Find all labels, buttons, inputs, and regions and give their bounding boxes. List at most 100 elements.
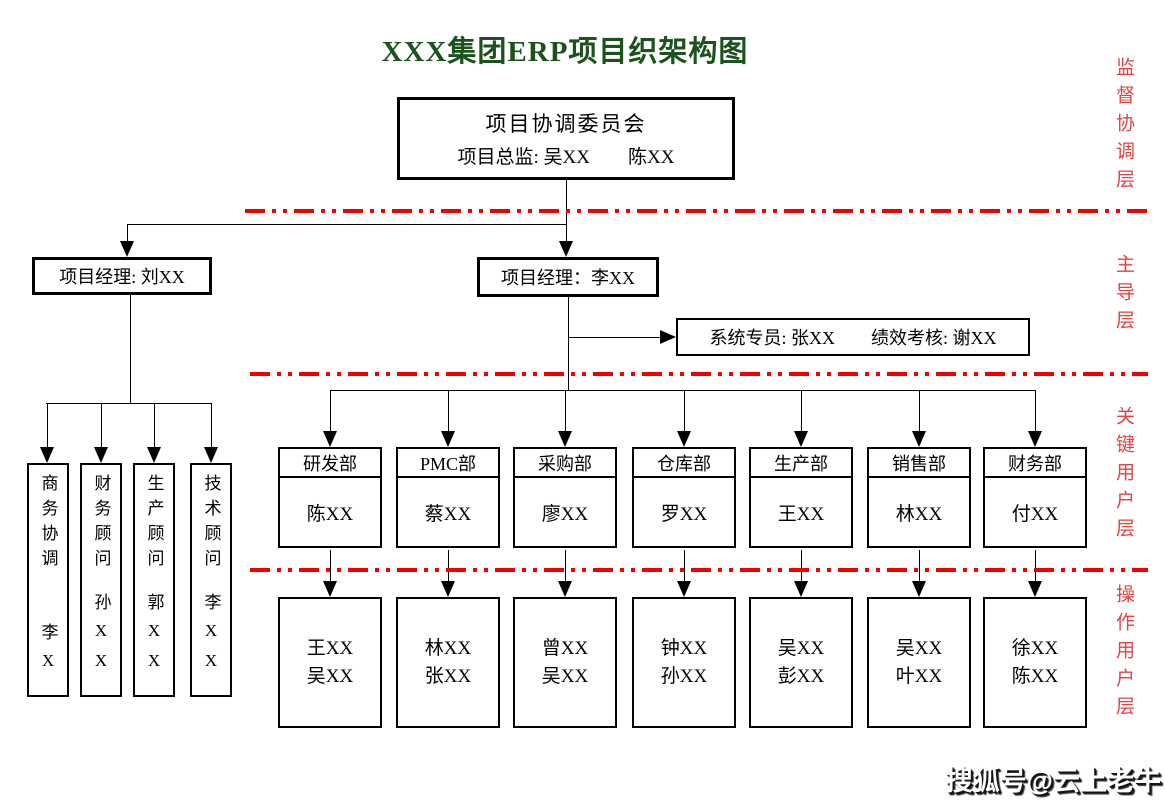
dept-box-production: 生产部 王XX (749, 447, 853, 548)
arrowhead-dept-5 (794, 431, 808, 447)
manager-right-box: 项目经理：李XX (477, 257, 659, 297)
connector-consultants-branch (46, 403, 212, 404)
connector-dept-drop-7 (1035, 390, 1036, 432)
connector-consultant-drop-3 (154, 403, 155, 448)
arrowhead-op-4 (677, 581, 691, 597)
dept-lead: 陈XX (278, 476, 382, 548)
dept-box-sales: 销售部 林XX (867, 447, 971, 548)
arrowhead-op-7 (1028, 581, 1042, 597)
dept-box-rd: 研发部 陈XX (278, 447, 382, 548)
consultant-name: 郭XX (144, 593, 164, 681)
specialist-label: 系统专员: 张XX 绩效考核: 谢XX (709, 328, 997, 348)
connector-specialist-branch (568, 337, 661, 338)
dept-box-finance: 财务部 付XX (983, 447, 1087, 548)
connector-op-drop-5 (801, 550, 802, 582)
connector-consultant-drop-4 (211, 403, 212, 448)
connector-dept-drop-6 (919, 390, 920, 432)
consultant-title: 财务顾问 (91, 474, 111, 574)
operator-name: 钟XX (660, 637, 708, 659)
arrowhead-specialist (660, 330, 676, 344)
layer-divider-3 (250, 568, 1148, 572)
connector-right-manager-down (568, 297, 569, 390)
dept-lead: 王XX (749, 476, 853, 548)
arrowhead-op-1 (323, 581, 337, 597)
specialist-box: 系统专员: 张XX 绩效考核: 谢XX (676, 318, 1030, 356)
dept-lead: 罗XX (632, 476, 736, 548)
connector-consultant-drop-1 (47, 403, 48, 448)
operator-name: 徐XX (1011, 637, 1059, 659)
consultant-name: 孙XX (91, 593, 111, 681)
operator-name: 曾XX (541, 637, 589, 659)
dept-box-pmc: PMC部 蔡XX (396, 447, 500, 548)
connector-op-drop-3 (565, 550, 566, 582)
layer-divider-2 (250, 372, 1148, 376)
consultant-name: 李X (38, 623, 58, 681)
operator-name: 吴XX (306, 665, 354, 687)
arrowhead-right-manager (559, 241, 573, 257)
arrowhead-dept-7 (1028, 431, 1042, 447)
committee-title: 项目协调委员会 (485, 112, 647, 136)
dept-title: 生产部 (749, 447, 853, 478)
consultant-title: 商务协调 (38, 474, 58, 574)
arrowhead-dept-3 (558, 431, 572, 447)
arrowhead-op-2 (441, 581, 455, 597)
connector-left-manager-drop (127, 224, 128, 241)
operator-name: 张XX (424, 665, 472, 687)
operators-box-rd: 王XX 吴XX (278, 597, 382, 728)
connector-departments-branch (330, 390, 1035, 391)
arrowhead-op-6 (912, 581, 926, 597)
watermark-text: 搜狐号@云上老牛 (945, 766, 1161, 796)
arrowhead-dept-6 (912, 431, 926, 447)
layer-label-leading: 主导层 (1113, 254, 1134, 338)
dept-title: 采购部 (513, 447, 617, 478)
arrowhead-consultant-1 (40, 447, 54, 463)
connector-op-drop-7 (1035, 550, 1036, 582)
layer-divider-1 (245, 209, 1148, 213)
dept-title: 仓库部 (632, 447, 736, 478)
arrowhead-dept-1 (323, 431, 337, 447)
operator-name: 孙XX (660, 665, 708, 687)
manager-left-box: 项目经理: 刘XX (32, 257, 212, 295)
layer-label-supervision: 监督协调层 (1113, 57, 1134, 197)
connector-dept-drop-5 (801, 390, 802, 432)
layer-label-operators: 操作用户层 (1113, 584, 1134, 724)
operators-box-warehouse: 钟XX 孙XX (632, 597, 736, 728)
connector-op-drop-6 (919, 550, 920, 582)
dept-lead: 付XX (983, 476, 1087, 548)
committee-box: 项目协调委员会 项目总监: 吴XX 陈XX (397, 97, 735, 180)
operator-name: 吴XX (777, 637, 825, 659)
operator-name: 王XX (306, 637, 354, 659)
dept-lead: 蔡XX (396, 476, 500, 548)
consultant-title: 技术顾问 (201, 474, 221, 574)
operators-box-finance: 徐XX 陈XX (983, 597, 1087, 728)
dept-title: 财务部 (983, 447, 1087, 478)
connector-dept-drop-1 (330, 390, 331, 432)
connector-consultant-drop-2 (101, 403, 102, 448)
dept-box-warehouse: 仓库部 罗XX (632, 447, 736, 548)
dept-title: PMC部 (396, 447, 500, 478)
connector-managers-branch (127, 224, 567, 225)
connector-op-drop-4 (684, 550, 685, 582)
operator-name: 吴XX (895, 637, 943, 659)
arrowhead-consultant-2 (94, 447, 108, 463)
connector-dept-drop-3 (565, 390, 566, 432)
dept-lead: 廖XX (513, 476, 617, 548)
connector-op-drop-1 (330, 550, 331, 582)
committee-subtitle: 项目总监: 吴XX 陈XX (457, 147, 675, 168)
operator-name: 叶XX (895, 665, 943, 687)
dept-lead: 林XX (867, 476, 971, 548)
consultant-name: 李XX (201, 593, 221, 681)
consultant-box-technical: 技术顾问 李XX (190, 463, 232, 697)
arrowhead-op-5 (794, 581, 808, 597)
operators-box-pmc: 林XX 张XX (396, 597, 500, 728)
consultant-box-business: 商务协调 李X (27, 463, 69, 697)
chart-title: XXX集团ERP项目织架构图 (381, 36, 749, 68)
layer-label-key-users: 关键用户层 (1113, 406, 1134, 546)
dept-title: 销售部 (867, 447, 971, 478)
operator-name: 陈XX (1011, 665, 1059, 687)
connector-op-drop-2 (448, 550, 449, 582)
manager-right-label: 项目经理：李XX (501, 268, 635, 288)
arrowhead-dept-2 (441, 431, 455, 447)
dept-box-purchasing: 采购部 廖XX (513, 447, 617, 548)
